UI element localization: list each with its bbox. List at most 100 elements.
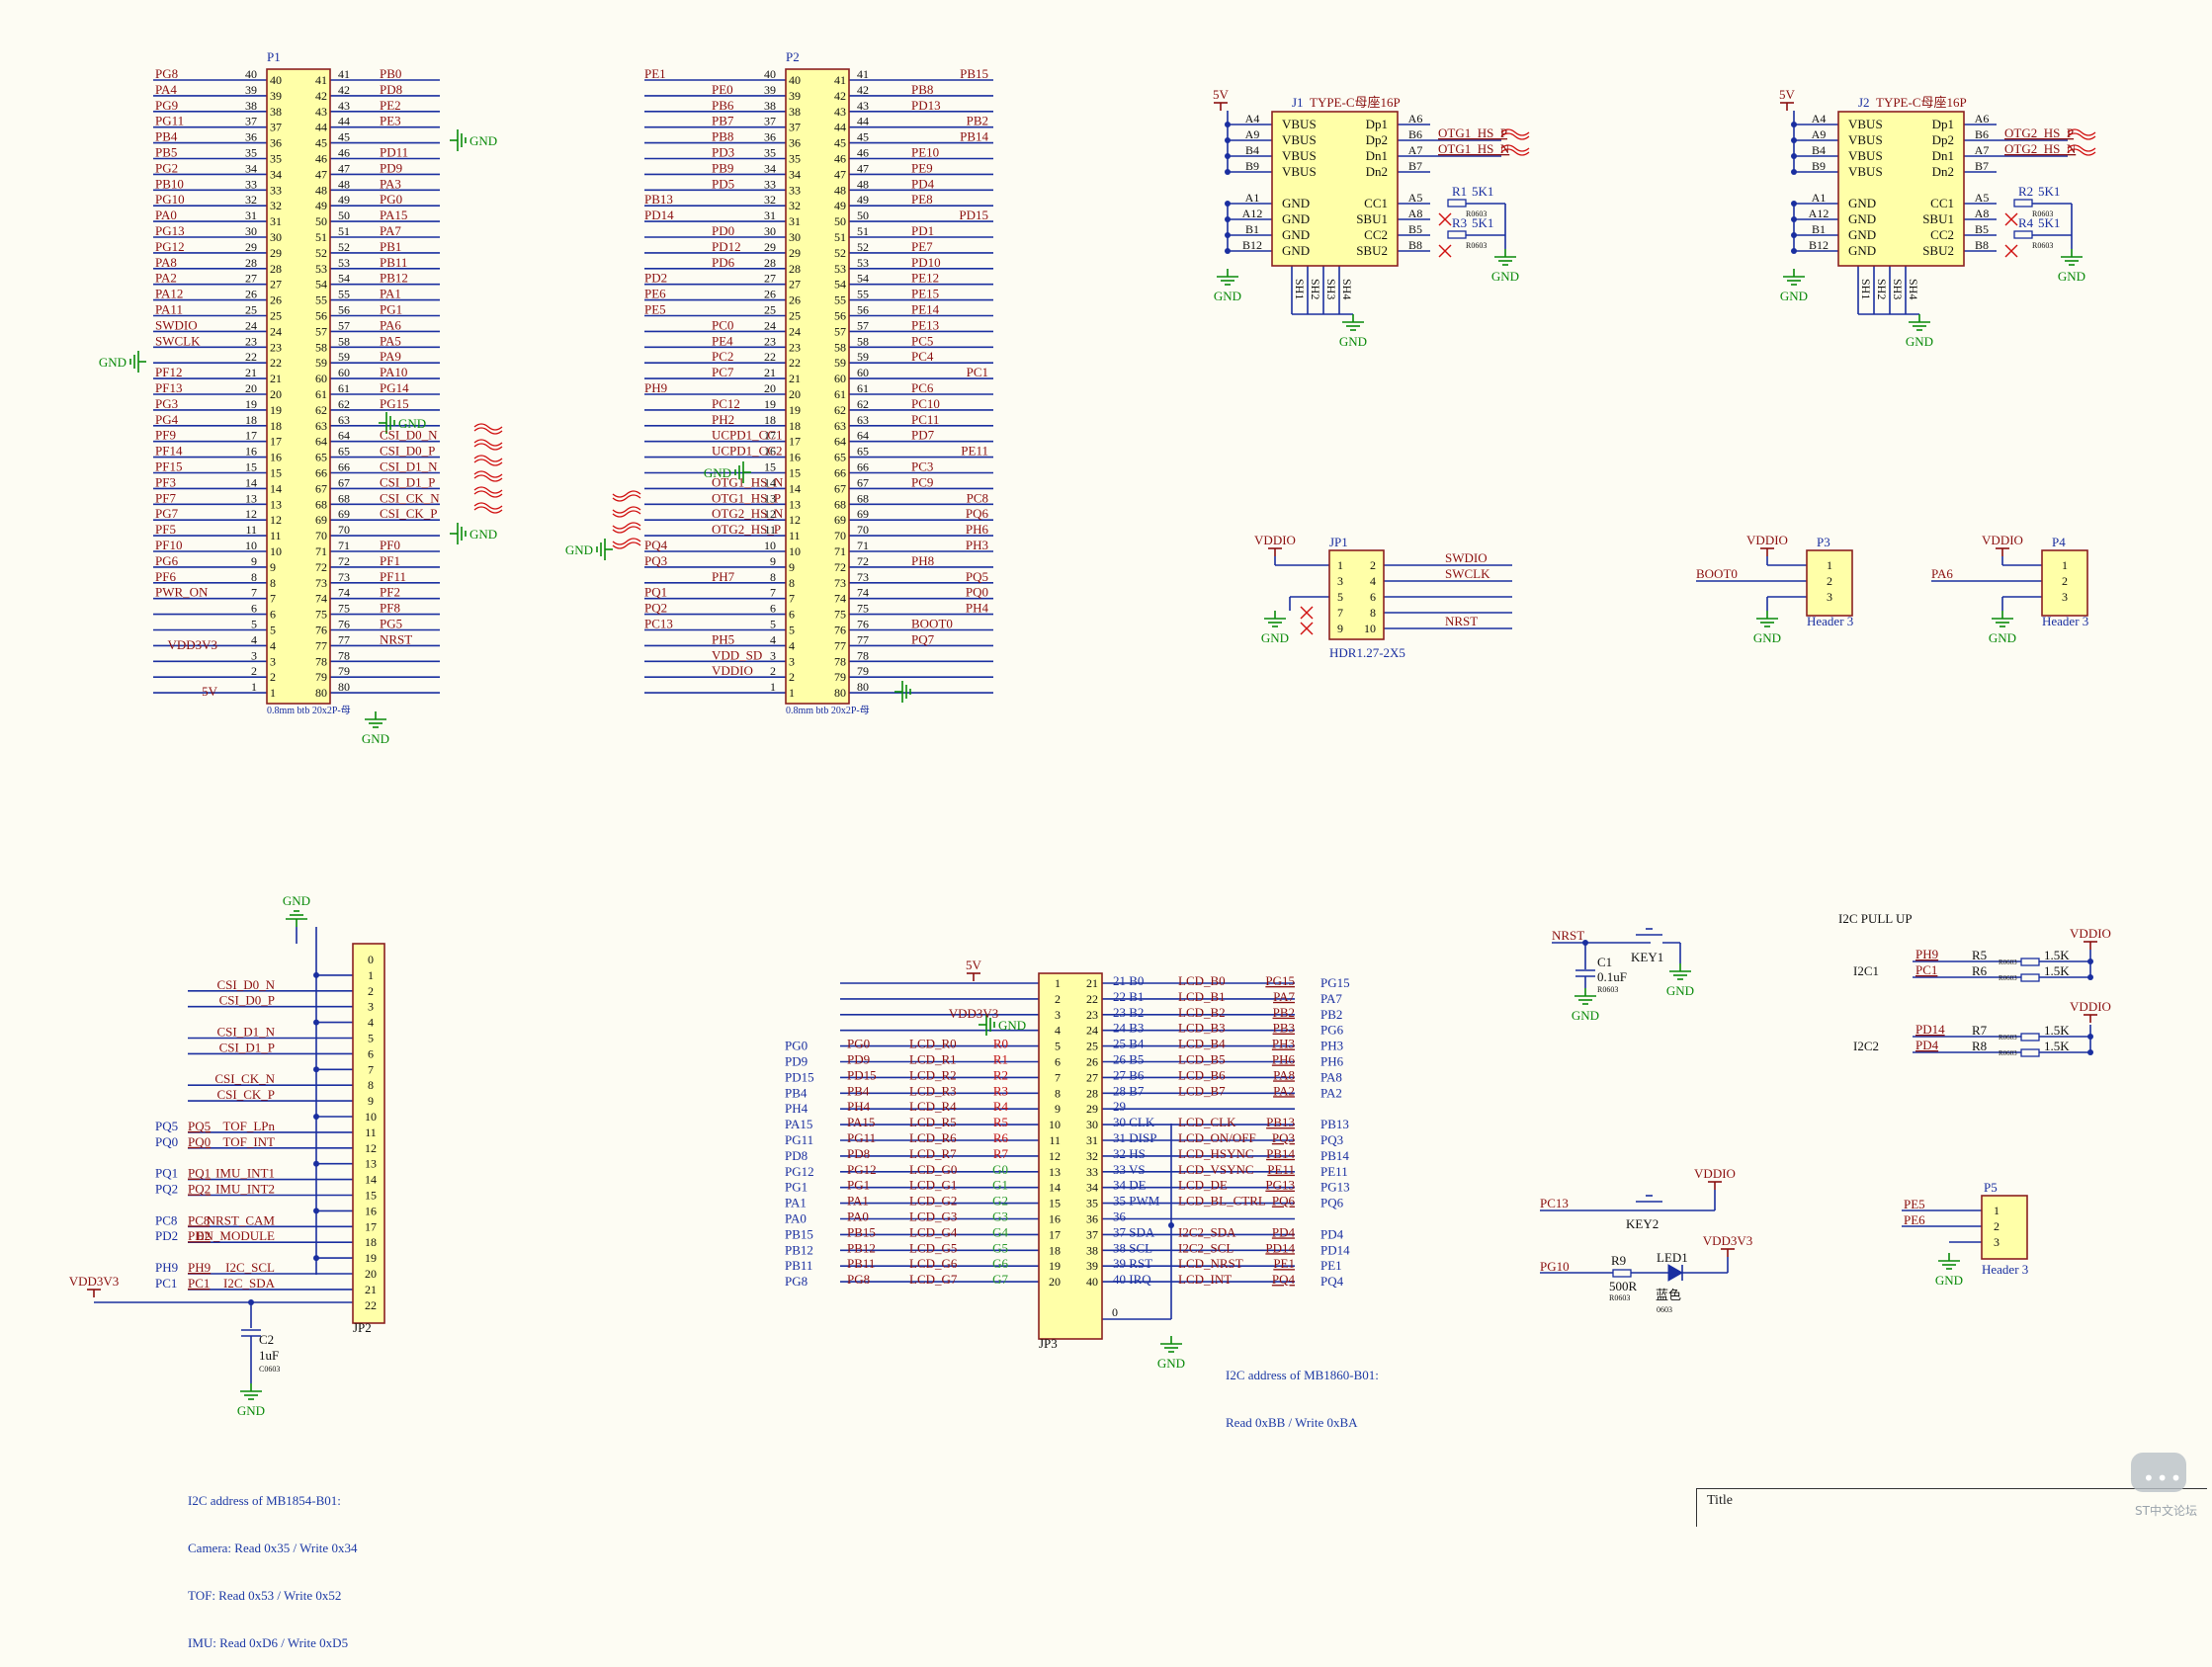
p1-left-pin-label: 17 <box>245 429 257 443</box>
p1-footprint: 0.8mm btb 20x2P-母 <box>267 705 351 716</box>
jp3-outer-l: PG11 <box>785 1132 813 1147</box>
jp2-port: PD2 <box>188 1228 211 1243</box>
jp3-sig-r: LCD_INT <box>1178 1272 1232 1287</box>
p1-right-net: PG14 <box>380 380 409 395</box>
p2-left-pin-label: 38 <box>764 99 776 113</box>
jp3-note-line-1: I2C address of MB1860-B01: <box>1226 1368 1379 1382</box>
jp3-pin-l: 13 <box>1049 1165 1061 1179</box>
p1-left-pin-label: 15 <box>245 460 257 474</box>
diff-pair-flag-icon <box>1500 128 1530 140</box>
p2-left-net: PQ3 <box>644 553 667 568</box>
p1-pin-num: 77 <box>315 638 327 652</box>
p2-pin-num: 67 <box>834 481 846 495</box>
p1-left-pin-label: 9 <box>251 554 257 568</box>
p1-pin-num: 51 <box>315 230 327 244</box>
jp3-port-l: PG12 <box>847 1162 877 1177</box>
typec-right-pin: B5 <box>1975 222 1989 236</box>
p2-right-net: PH3 <box>966 538 988 552</box>
p1-left-pin-label: 38 <box>245 99 257 113</box>
led-color: 蓝色 <box>1656 1288 1681 1302</box>
p2-left-pin-label: 31 <box>764 208 776 222</box>
jp3-port-l: PD9 <box>847 1052 870 1067</box>
junction-dot <box>1168 1222 1174 1228</box>
p1-left-pin-label: 6 <box>251 602 257 616</box>
jp2-outer: PH9 <box>155 1260 178 1275</box>
jp2-pin: 14 <box>365 1173 377 1187</box>
typec-r-val: 5K1 <box>2038 184 2060 199</box>
p1-pin-num: 26 <box>270 293 282 307</box>
header3-net: PA6 <box>1931 566 1953 581</box>
p1-right-net: PA15 <box>380 208 407 222</box>
jp3-outer-r: PD14 <box>1320 1242 1350 1257</box>
p1-right-net: PA7 <box>380 223 401 238</box>
p2-pin-num: 49 <box>834 199 846 212</box>
jp3-short-l: G1 <box>992 1178 1008 1193</box>
p2-right-pin-label: 48 <box>857 177 869 191</box>
jp2-pin: 4 <box>368 1016 374 1030</box>
jp3-sig-r: LCD_B3 <box>1178 1021 1226 1036</box>
p1-left-net: PG12 <box>155 239 185 254</box>
p1-right-net: PB1 <box>380 239 401 254</box>
p1-left-net: PF15 <box>155 459 182 474</box>
jp1-body <box>1328 549 1385 640</box>
p2-pin-num: 59 <box>834 356 846 370</box>
p1-left-net: PF7 <box>155 490 176 505</box>
jp3-pin-l: 3 <box>1055 1008 1061 1022</box>
no-connect-x <box>1300 622 1314 635</box>
p1-left-net: PG9 <box>155 98 178 113</box>
diff-pair-flag-icon <box>612 506 641 518</box>
p2-right-net: PQ0 <box>966 585 988 600</box>
jp2-port: PQ5 <box>188 1119 211 1133</box>
chat-dots-icon: ••• <box>2143 1466 2184 1490</box>
p1-pin-num: 79 <box>315 670 327 684</box>
p2-pin-num: 31 <box>789 214 801 228</box>
p1-pin-num: 14 <box>270 481 282 495</box>
typec-right-pin: B8 <box>1408 238 1422 252</box>
p2-right-pin-label: 60 <box>857 366 869 379</box>
jp2-net: IMU_INT1 <box>215 1166 275 1181</box>
p2-left-net: PH9 <box>644 380 667 395</box>
typec-cc-gnd <box>1494 249 1516 266</box>
p2-right-pin-label: 75 <box>857 602 869 616</box>
jp2-cap-ref: C2 <box>259 1332 274 1347</box>
jp3-sig-r: LCD_HSYNC <box>1178 1146 1254 1161</box>
p2-right-net: PC10 <box>911 396 940 411</box>
jp3-name-r: 39 RST <box>1113 1256 1152 1271</box>
p5-net: PE6 <box>1904 1212 1925 1227</box>
resistor <box>2020 958 2040 966</box>
p2-pin-num: 66 <box>834 466 846 480</box>
p2-left-pin-label: 23 <box>764 334 776 348</box>
jp3-body <box>1038 972 1103 1340</box>
p2-right-pin-label: 52 <box>857 240 869 254</box>
typec-shield-label: SH1 <box>1293 279 1307 299</box>
jp3-outer-r: PA7 <box>1320 991 1342 1006</box>
header3-body <box>1806 549 1853 617</box>
header3-pin: 3 <box>1827 590 1832 604</box>
jp3-pin-l: 7 <box>1055 1070 1061 1084</box>
p2-left-net: OTG1_HS_N <box>712 474 784 489</box>
typec-r-fp: R0603 <box>2032 241 2053 250</box>
p1-right-net: PF11 <box>380 569 406 584</box>
jp3-short-l: R3 <box>993 1083 1008 1098</box>
jp3-sig-r: LCD_DE <box>1178 1178 1228 1193</box>
p5-part: Header 3 <box>1982 1262 2028 1277</box>
gnd-label: GND <box>99 355 127 370</box>
p1-left-net: PF13 <box>155 380 182 395</box>
p1-pin-num: 65 <box>315 451 327 464</box>
jp3-sig-l: LCD_R0 <box>909 1037 957 1051</box>
logo-text: ST中文论坛 <box>2135 1504 2197 1518</box>
p2-left-net: PD6 <box>712 255 735 270</box>
p2-left-net: PE5 <box>644 302 666 317</box>
jp3-pin-l: 2 <box>1055 992 1061 1006</box>
jp1-part: HDR1.27-2X5 <box>1329 645 1405 660</box>
jp3-sig-r: I2C2_SDA <box>1178 1224 1236 1239</box>
jp2-pin: 1 <box>368 968 374 982</box>
p1-left-net: PB4 <box>155 129 178 144</box>
p2-pin-num: 50 <box>834 214 846 228</box>
header3-pwr: VDDIO <box>1982 533 2023 547</box>
jp3-sig-l: LCD_G5 <box>909 1240 957 1255</box>
jp3-port-r: PE11 <box>1267 1162 1295 1177</box>
p2-pin-num: 75 <box>834 608 846 622</box>
typec-r-val: 5K1 <box>1472 184 1493 199</box>
p2-left-pin-label: 11 <box>764 523 776 537</box>
